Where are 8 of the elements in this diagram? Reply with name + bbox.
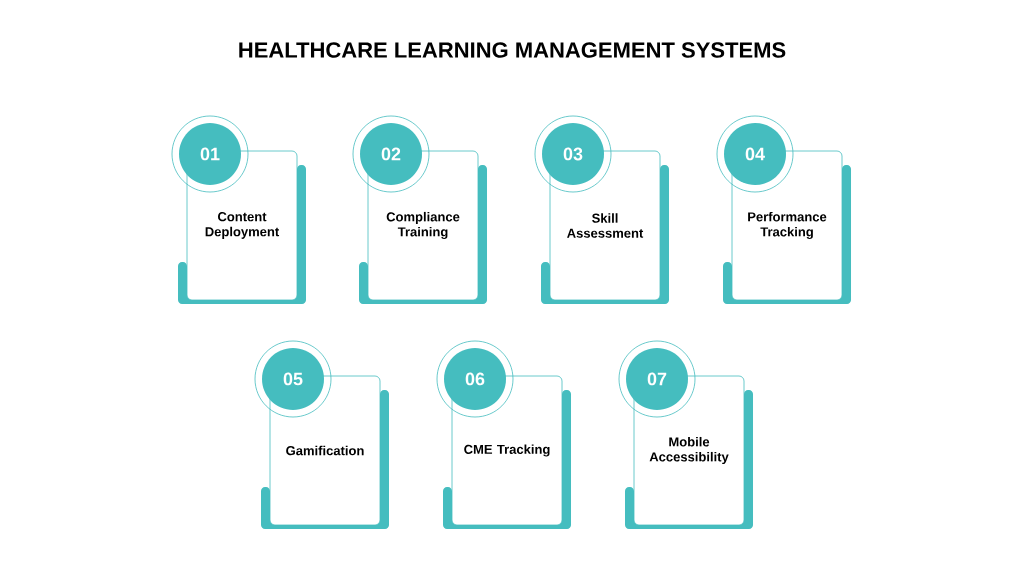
number-badge: 02: [352, 115, 430, 193]
number-badge: 05: [254, 340, 332, 418]
number-badge: 01: [171, 115, 249, 193]
number-badge: 04: [716, 115, 794, 193]
number-badge: 06: [436, 340, 514, 418]
number-badge: 03: [534, 115, 612, 193]
number-badge: 07: [618, 340, 696, 418]
title: HEALTHCARE LEARNING MANAGEMENT SYSTEMS: [239, 42, 786, 58]
